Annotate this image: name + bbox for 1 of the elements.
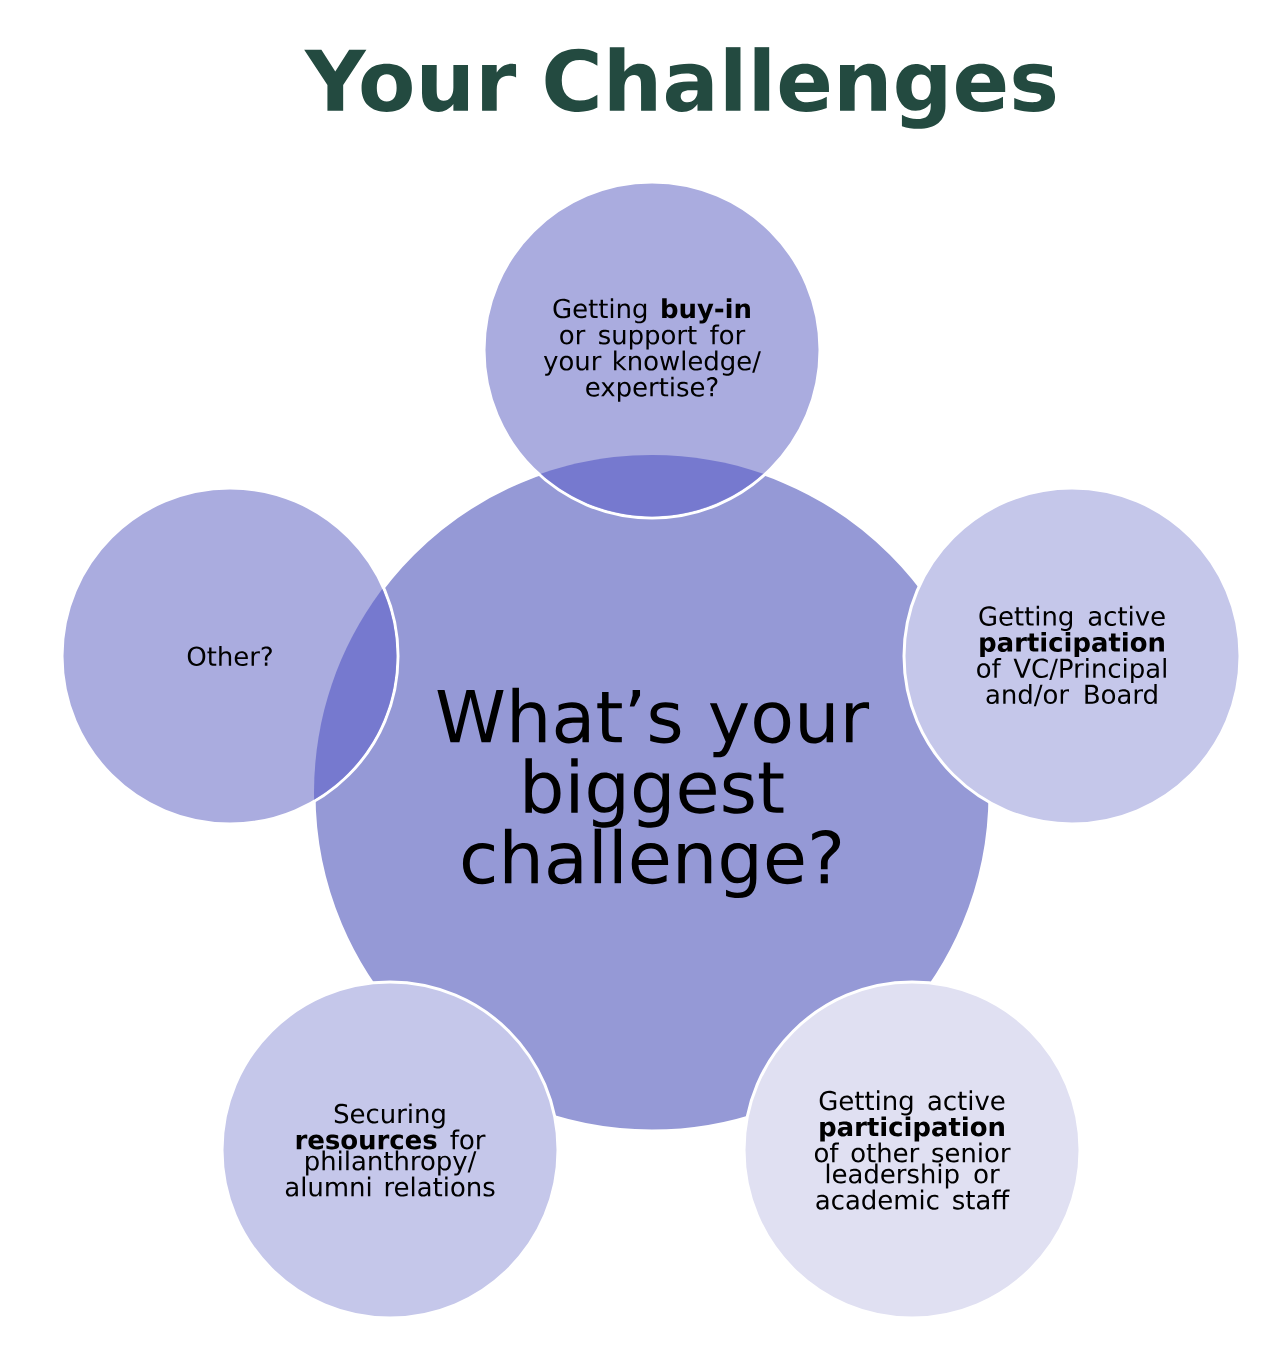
title: Your Challenges: [304, 47, 1056, 129]
